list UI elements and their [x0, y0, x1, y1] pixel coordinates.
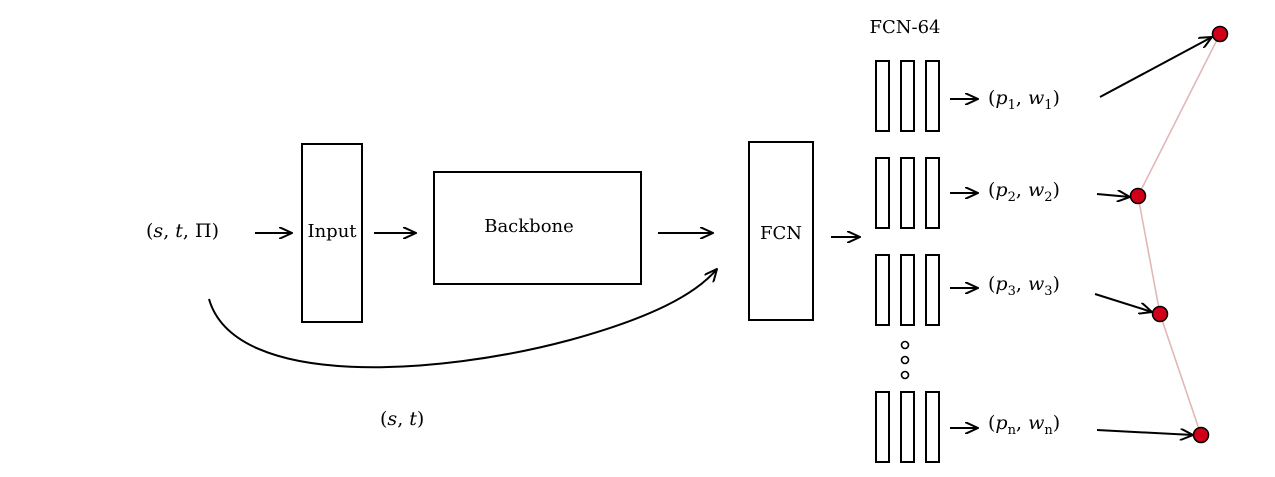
arrow-output-2-to-node	[1096, 194, 1130, 197]
fcn-head-n	[875, 391, 940, 463]
head-2-layer-3	[925, 157, 940, 229]
head-n-layer-1	[875, 391, 890, 463]
ellipsis-dot-2	[900, 355, 910, 365]
waypoint-node-n	[1192, 426, 1210, 444]
head-3-layer-1	[875, 254, 890, 326]
head-n-layer-3	[925, 391, 940, 463]
head-1-layer-1	[875, 60, 890, 132]
output-label-1: (p1, w1)	[988, 87, 1060, 113]
head-1-layer-3	[925, 60, 940, 132]
output-label-3: (p3, w3)	[988, 273, 1060, 299]
backbone-block	[433, 171, 642, 285]
input-block-label: Input	[307, 221, 357, 242]
fcn-block-label: FCN	[760, 223, 802, 244]
waypoint-node-2	[1129, 187, 1147, 205]
skip-connection-arrow	[208, 269, 717, 369]
input-block	[301, 143, 363, 323]
arrow-output-n-to-node	[1096, 430, 1193, 435]
skip-tuple-label: (s, t)	[380, 408, 424, 430]
arrow-output-3-to-node	[1094, 293, 1152, 312]
ellipsis-dot-3	[900, 370, 910, 380]
head-2-layer-1	[875, 157, 890, 229]
fcn-head-2	[875, 157, 940, 229]
fcn-head-1	[875, 60, 940, 132]
head-3-layer-3	[925, 254, 940, 326]
fcn-block	[748, 141, 814, 321]
head-2-layer-2	[900, 157, 915, 229]
fcn-heads-title: FCN-64	[870, 17, 941, 38]
head-1-layer-2	[900, 60, 915, 132]
head-3-layer-2	[900, 254, 915, 326]
waypoint-path	[1137, 33, 1221, 436]
waypoint-node-1	[1211, 25, 1229, 43]
arrow-output-1-to-node	[1099, 37, 1212, 98]
fcn-head-3	[875, 254, 940, 326]
ellipsis-dot-1	[900, 340, 910, 350]
backbone-block-label: Backbone	[484, 216, 574, 237]
waypoint-node-3	[1151, 305, 1169, 323]
output-label-n: (pn, wn)	[988, 412, 1060, 438]
output-label-2: (p2, w2)	[988, 179, 1060, 205]
head-n-layer-2	[900, 391, 915, 463]
input-tuple-label: (s, t, Π)	[146, 220, 219, 242]
